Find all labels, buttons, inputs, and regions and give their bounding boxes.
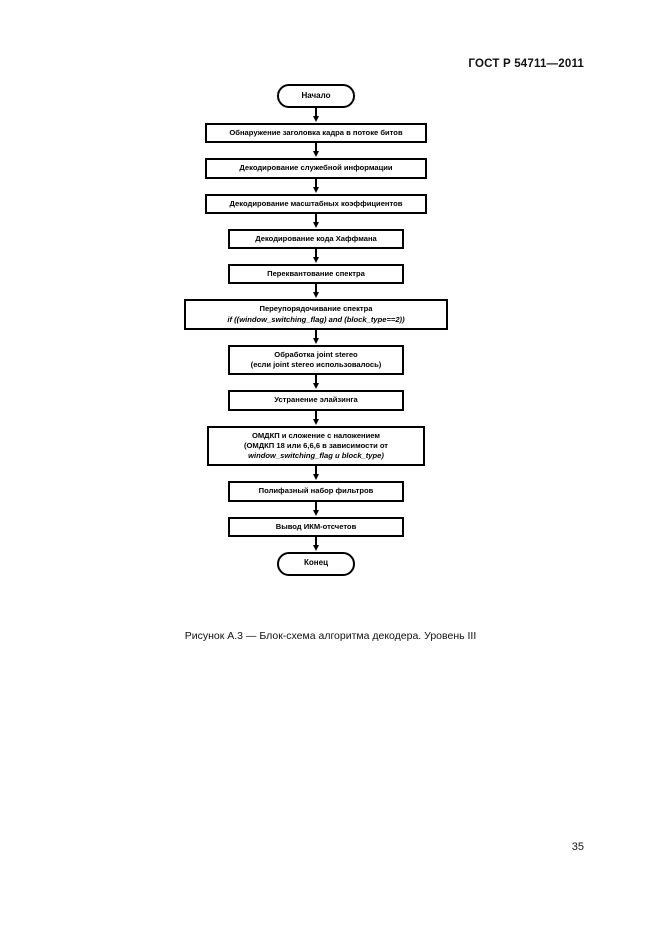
flow-node-end: Конец <box>277 551 355 576</box>
connector-shaft <box>315 178 317 189</box>
connector-frame-header-detect-to-decode-side-info <box>184 143 448 158</box>
flow-node-pcm-output-line-1: Вывод ИКМ-отсчетов <box>275 521 357 531</box>
connector-decode-side-info-to-decode-scalefactors <box>184 178 448 194</box>
flow-node-joint-stereo-line-1: Обработка joint stereo <box>274 349 358 359</box>
flow-node-joint-stereo-line-2: (если joint stereo использовалось) <box>250 360 382 369</box>
flow-node-end-label: Конец <box>304 558 328 568</box>
flow-node-reorder-spectrum-line-2: if ((window_switching_flag) and (block_t… <box>227 314 405 324</box>
arrow-head-icon <box>312 186 319 193</box>
flow-node-decode-side-info-line-1: Декодирование служебной информации <box>239 163 393 173</box>
flow-node-alias-reduction-line-1: Устранение элайзинга <box>274 395 358 405</box>
flowchart-node-column: Начало Обнаружение заголовка кадра в пот… <box>184 84 448 576</box>
flow-node-decode-huffman: Декодирование кода Хаффмана <box>228 228 404 249</box>
flow-node-decode-scalefactors: Декодирование масштабных коэффициентов <box>205 193 427 214</box>
arrow-head-icon <box>312 474 319 481</box>
flow-node-requantize-spectrum-line-1: Переквантование спектра <box>267 269 365 278</box>
connector-pcm-output-to-end <box>184 536 448 552</box>
connector-shaft <box>315 536 317 547</box>
page-number: 35 <box>571 841 584 853</box>
arrow-head-icon <box>312 544 319 551</box>
figure-caption: Рисунок А.3 — Блок-схема алгоритма декод… <box>184 630 477 642</box>
connector-requantize-spectrum-to-reorder-spectrum <box>184 284 448 299</box>
arrow-head-icon <box>312 383 319 390</box>
connector-shaft <box>315 375 317 386</box>
flow-node-decode-scalefactors-line-1: Декодирование масштабных коэффициентов <box>229 198 403 208</box>
flow-node-frame-header-detect: Обнаружение заголовка кадра в потоке бит… <box>205 123 427 144</box>
connector-decode-huffman-to-requantize-spectrum <box>184 249 448 264</box>
arrow-head-icon <box>312 418 319 425</box>
flow-node-imdct-overlap-add: ОМДКП и сложение с наложением (ОМДКП 18 … <box>207 425 425 467</box>
connector-shaft <box>315 143 317 154</box>
document-header-standard-number: ГОСТ Р 54711—2011 <box>468 58 584 70</box>
flow-node-requantize-spectrum: Переквантование спектра <box>228 264 404 285</box>
connector-shaft <box>315 284 317 295</box>
flow-node-start-label: Начало <box>301 90 331 100</box>
connector-joint-stereo-to-alias-reduction <box>184 375 448 390</box>
flow-node-imdct-overlap-add-line-1: ОМДКП и сложение с наложением <box>251 430 381 440</box>
connector-shaft <box>315 249 317 259</box>
flow-node-frame-header-detect-line-1: Обнаружение заголовка кадра в потоке бит… <box>229 128 403 137</box>
flow-node-imdct-overlap-add-line-2: (ОМДКП 18 или 6,6,6 в зависимости от <box>243 440 389 450</box>
flow-node-alias-reduction: Устранение элайзинга <box>228 390 404 411</box>
flow-node-pcm-output: Вывод ИКМ-отсчетов <box>228 516 404 537</box>
flow-node-decode-huffman-line-1: Декодирование кода Хаффмана <box>255 233 377 243</box>
figure-decoder-flowchart: Начало Обнаружение заголовка кадра в пот… <box>184 84 477 642</box>
flow-node-decode-side-info: Декодирование служебной информации <box>205 158 427 179</box>
arrow-head-icon <box>312 221 319 228</box>
connector-shaft <box>315 466 317 477</box>
flow-node-polyphase-filterbank: Полифазный набор фильтров <box>228 481 404 502</box>
flow-node-reorder-spectrum-line-1: Переупорядочивание спектра <box>259 304 373 314</box>
connector-shaft <box>315 108 317 118</box>
connector-polyphase-filterbank-to-pcm-output <box>184 501 448 517</box>
connector-alias-reduction-to-imdct-overlap-add <box>184 410 448 426</box>
connector-imdct-overlap-add-to-polyphase-filterbank <box>184 466 448 481</box>
connector-shaft <box>315 213 317 224</box>
flow-node-reorder-spectrum: Переупорядочивание спектра if ((window_s… <box>184 299 448 330</box>
arrow-head-icon <box>312 116 319 122</box>
arrow-head-icon <box>312 257 319 263</box>
flow-node-polyphase-filterbank-line-1: Полифазный набор фильтров <box>258 486 374 496</box>
connector-reorder-spectrum-to-joint-stereo <box>184 329 448 345</box>
connector-shaft <box>315 501 317 512</box>
arrow-head-icon <box>312 292 319 299</box>
flow-node-imdct-overlap-add-line-3: window_switching_flag и block_type) <box>248 451 384 460</box>
arrow-head-icon <box>312 337 319 344</box>
flow-node-joint-stereo: Обработка joint stereo (если joint stere… <box>228 344 404 376</box>
arrow-head-icon <box>312 151 319 158</box>
arrow-head-icon <box>312 509 319 516</box>
connector-shaft <box>315 329 317 340</box>
connector-decode-scalefactors-to-decode-huffman <box>184 213 448 229</box>
flow-node-start: Начало <box>277 84 355 108</box>
connector-shaft <box>315 410 317 421</box>
connector-start-to-frame-header-detect <box>184 108 448 123</box>
